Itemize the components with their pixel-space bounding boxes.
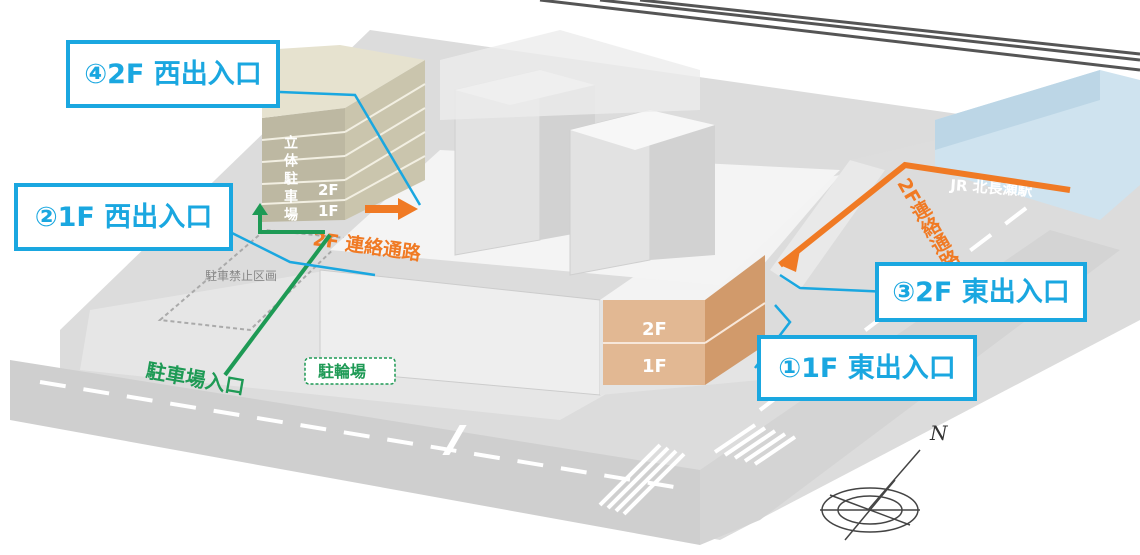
railway — [539, 0, 1140, 72]
compass-icon: N — [820, 421, 949, 541]
callout-leaders — [229, 90, 891, 369]
callout-east-2f: ③2F 東出入口 — [875, 262, 1087, 322]
east-floor-2f: 2F — [642, 319, 667, 340]
bicycle-parking-label: 駐輪場 — [318, 362, 366, 381]
callout-west-1f: ②1F 西出入口 — [14, 183, 233, 251]
main-building: 2F 1F — [319, 30, 935, 396]
parking-floor-2f: 2F — [318, 181, 339, 199]
parking-structure-label: 立体駐車場 — [282, 134, 298, 225]
callout-east-1f: ①1F 東出入口 — [757, 335, 977, 401]
no-parking-label: 駐車禁止区画 — [205, 268, 277, 283]
site-labels: 駐輪場 駐車禁止区画 — [205, 268, 396, 385]
north-label: N — [929, 421, 949, 445]
callout-west-2f: ④2F 西出入口 — [66, 40, 280, 108]
parking-floor-1f: 1F — [318, 202, 339, 220]
east-floor-1f: 1F — [642, 356, 667, 377]
